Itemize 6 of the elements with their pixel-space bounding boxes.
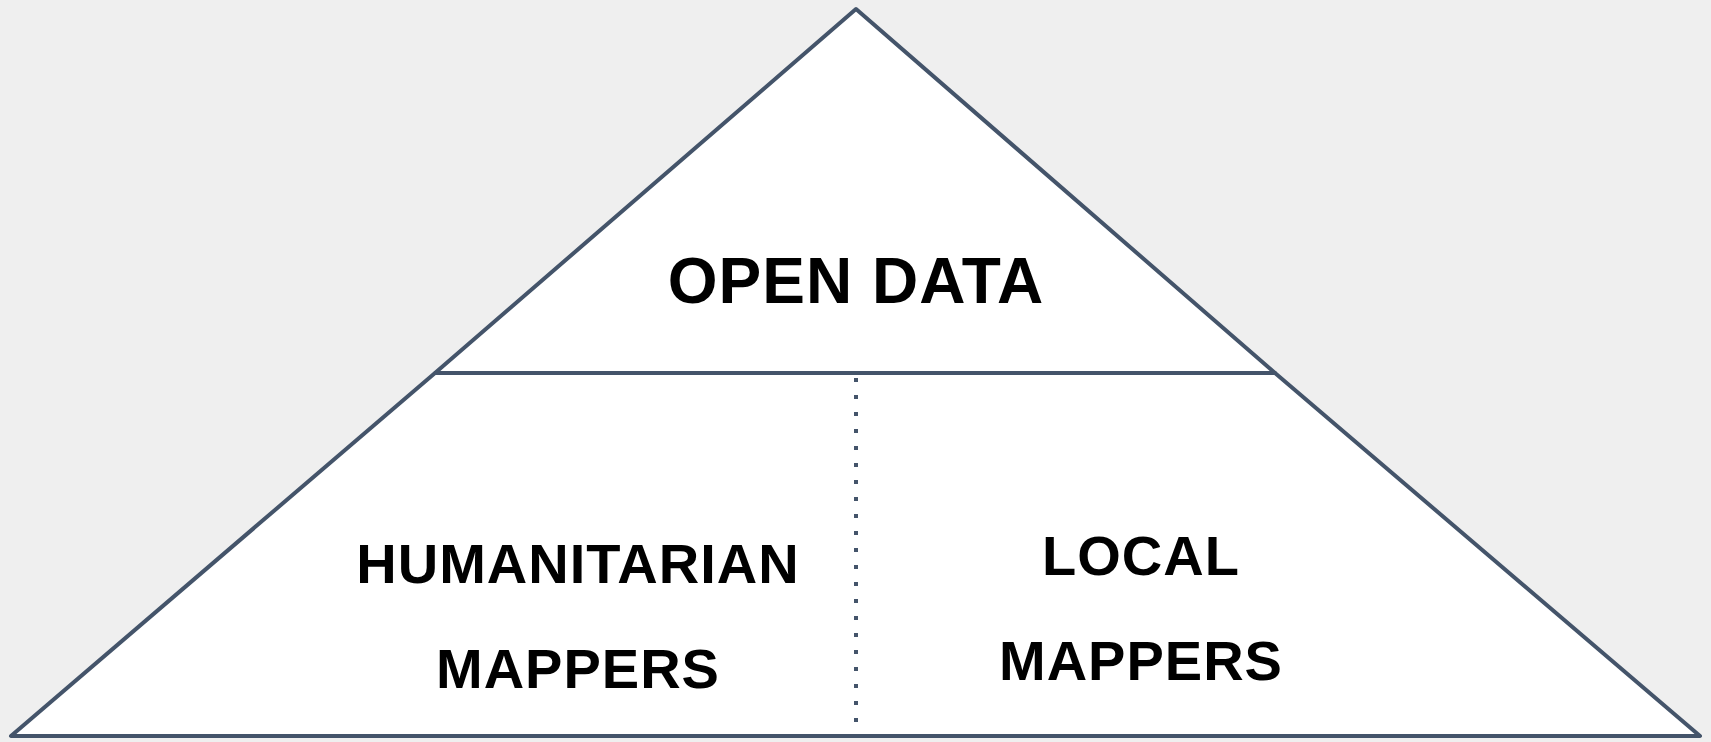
pyramid-top-section: [435, 9, 1275, 373]
pyramid-left-section: [11, 373, 856, 736]
section-label: HUMANITARIAN MAPPERS: [355, 531, 801, 702]
section-label: OPEN DATA: [666, 245, 1046, 317]
pyramid-right-section: [856, 373, 1700, 736]
section-label: LOCAL MAPPERS: [998, 523, 1284, 694]
